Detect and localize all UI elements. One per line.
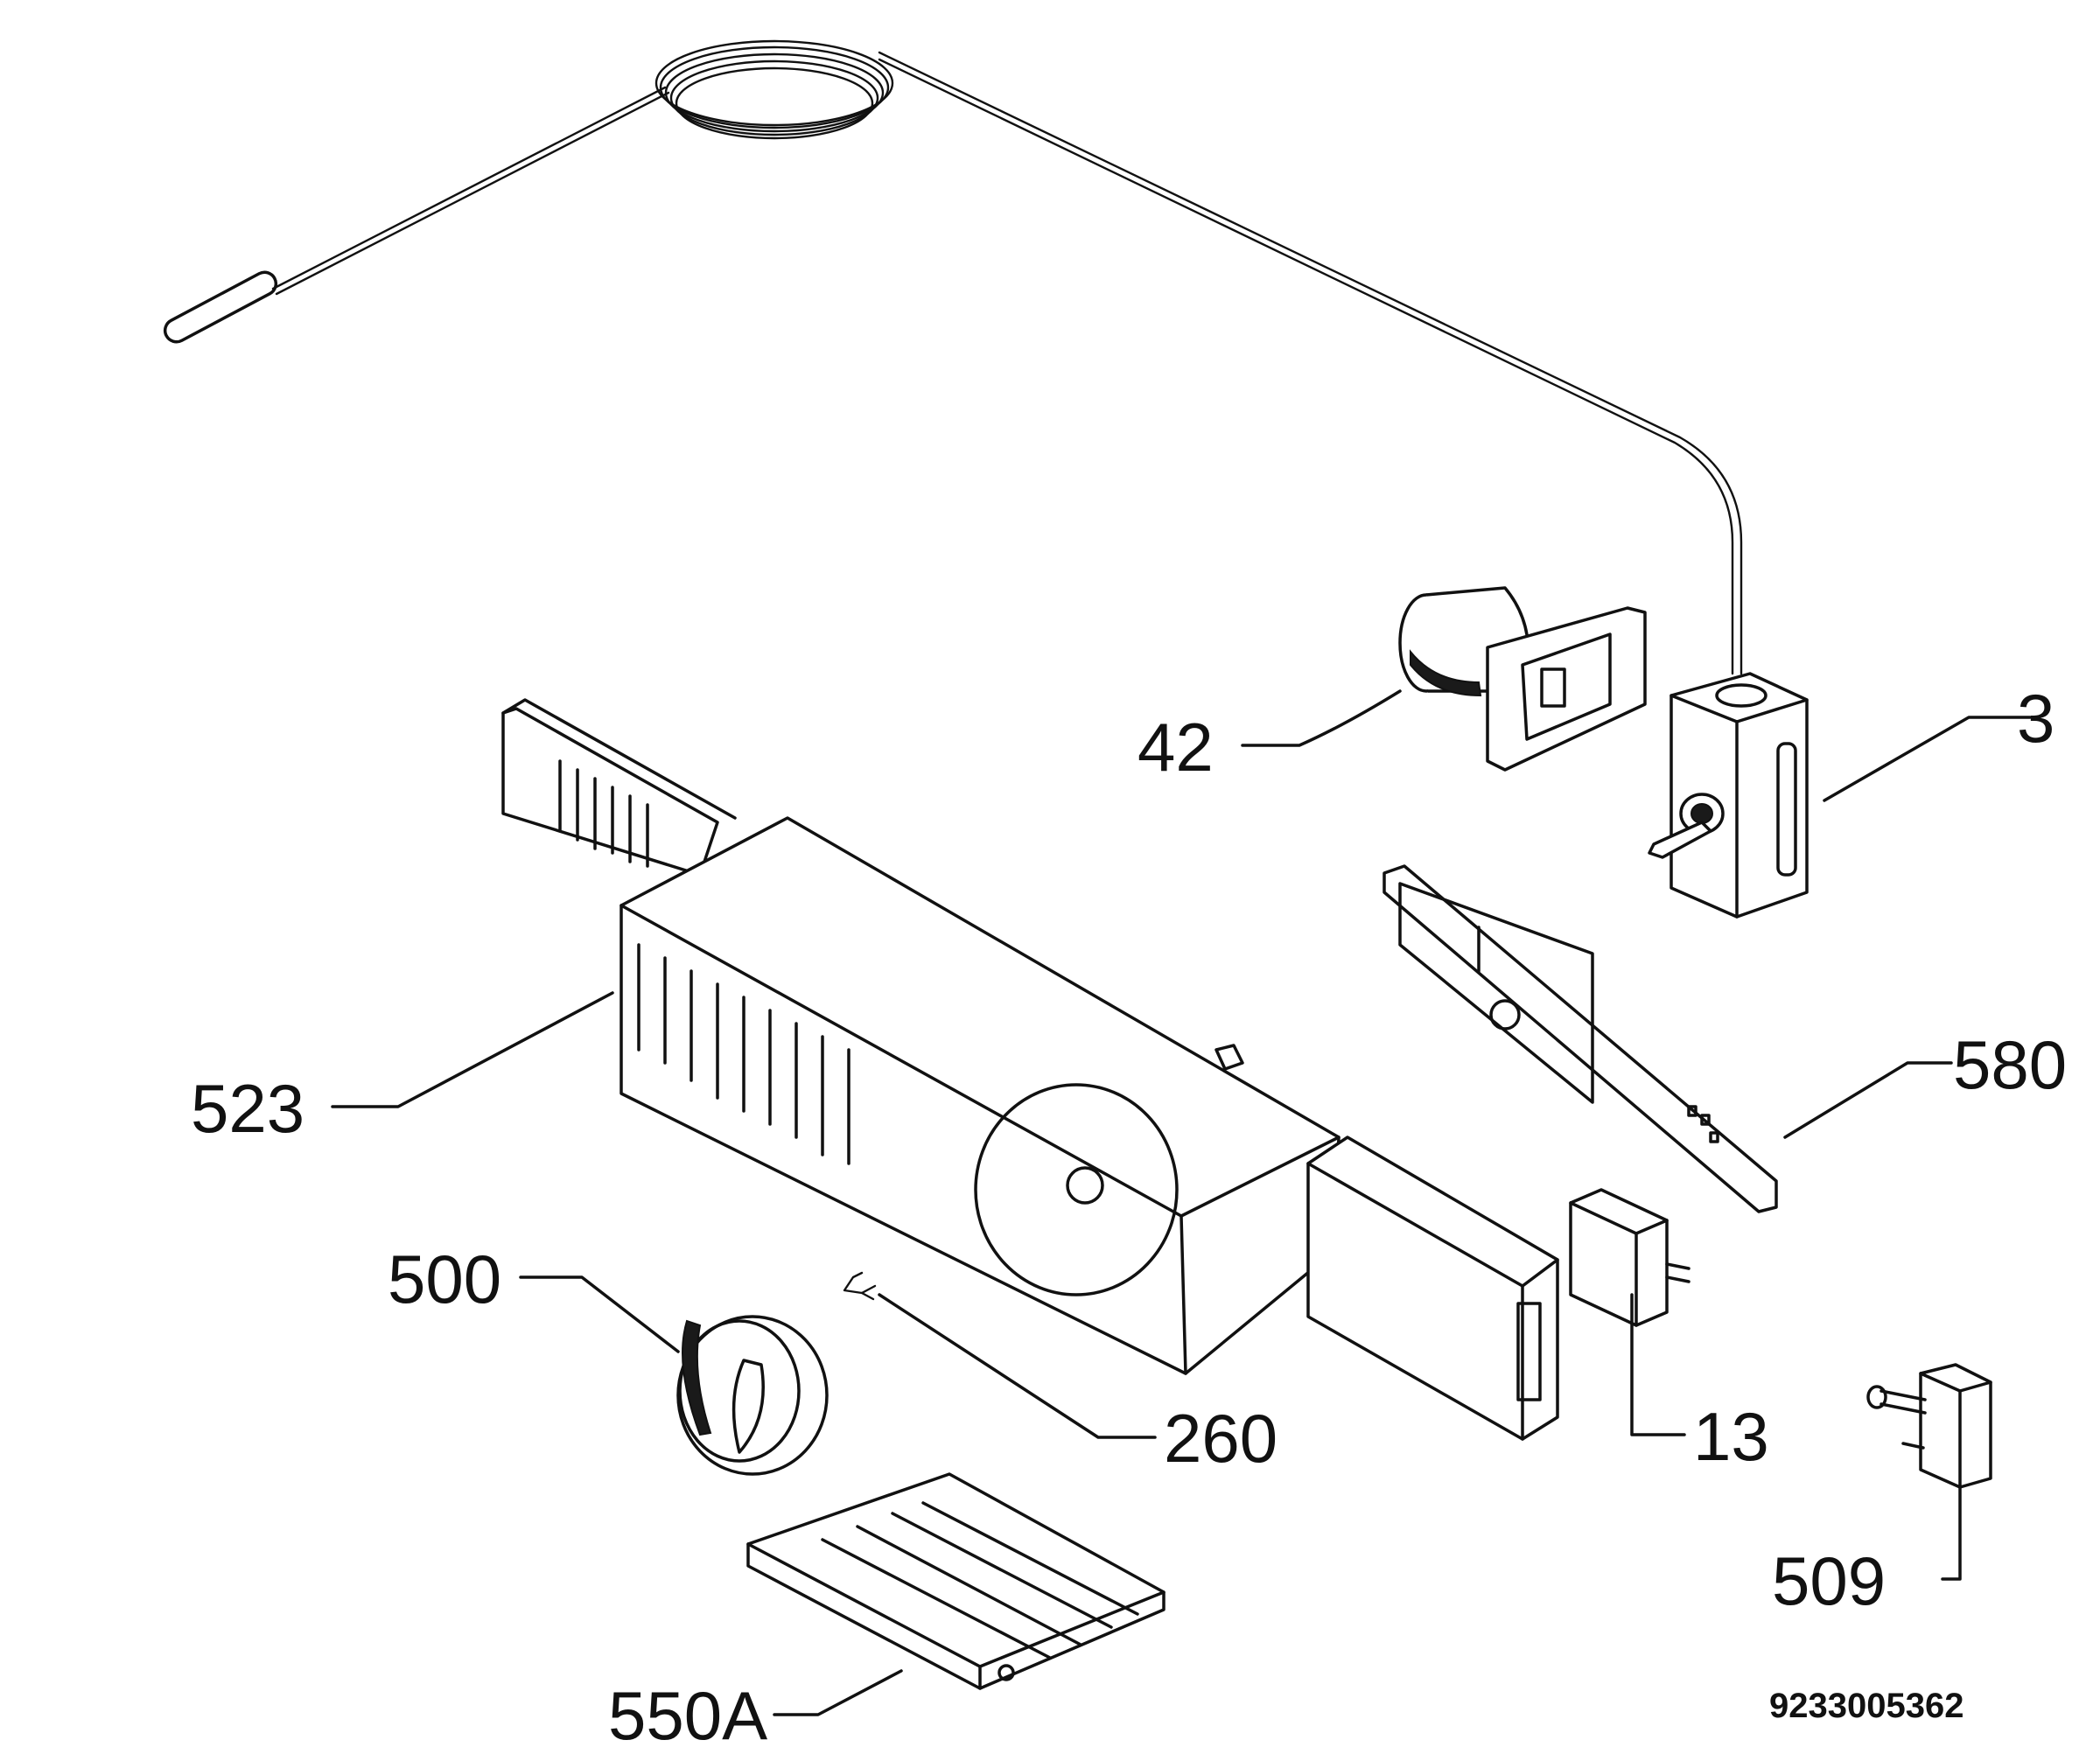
callout-509: 509 [1772, 1542, 1886, 1619]
knob-part [676, 1315, 829, 1476]
grille-cover-part [746, 1472, 1166, 1690]
clip-part [843, 1271, 877, 1301]
callout-42: 42 [1138, 709, 1214, 786]
capillary-tube [163, 39, 1743, 675]
lamp-cover-part [1306, 1136, 1559, 1441]
small-switch-part [1866, 1363, 1992, 1489]
thermostat-part [1648, 672, 1809, 919]
callout-260: 260 [1164, 1400, 1278, 1477]
callout-3: 3 [2017, 680, 2055, 757]
callout-13: 13 [1693, 1398, 1769, 1475]
callout-550A: 550A [608, 1677, 768, 1754]
callout-500: 500 [388, 1240, 502, 1317]
callout-523: 523 [191, 1070, 305, 1147]
control-plate-part [1382, 864, 1778, 1213]
callout-580: 580 [1953, 1026, 2068, 1103]
control-housing-part [501, 698, 1340, 1375]
switch-part [1569, 1188, 1690, 1327]
leader-lines [331, 689, 2032, 1716]
lamp-holder-part [1398, 586, 1647, 772]
document-number: 9233005362 [1769, 1687, 1964, 1725]
